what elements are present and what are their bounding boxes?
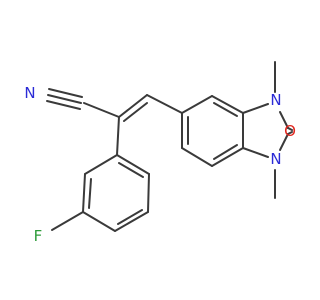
benzo-ring — [181, 95, 244, 167]
molecule-drawing: N F N N O — [24, 61, 296, 245]
structure-diagram: N F N N O — [24, 61, 296, 245]
atom-oxygen: O — [284, 122, 296, 140]
carbonyl-double-bond — [287, 127, 293, 135]
nitrile-triple-bond — [46, 88, 83, 110]
bond-c-f — [51, 211, 84, 231]
atom-fluorine: F — [34, 227, 43, 245]
bond-cn-to-alpha — [83, 102, 120, 118]
imidazolone-ring — [242, 103, 289, 158]
atom-n-upper: N — [270, 91, 281, 109]
bond-vinyl-to-benzo — [146, 94, 183, 114]
vinyl-double-bond — [118, 94, 148, 122]
fluorophenyl-ring — [82, 154, 150, 232]
atom-n-lower: N — [270, 150, 281, 168]
atom-nitrile-n: N — [24, 84, 35, 102]
bond-alpha-to-phenyl — [116, 116, 120, 156]
